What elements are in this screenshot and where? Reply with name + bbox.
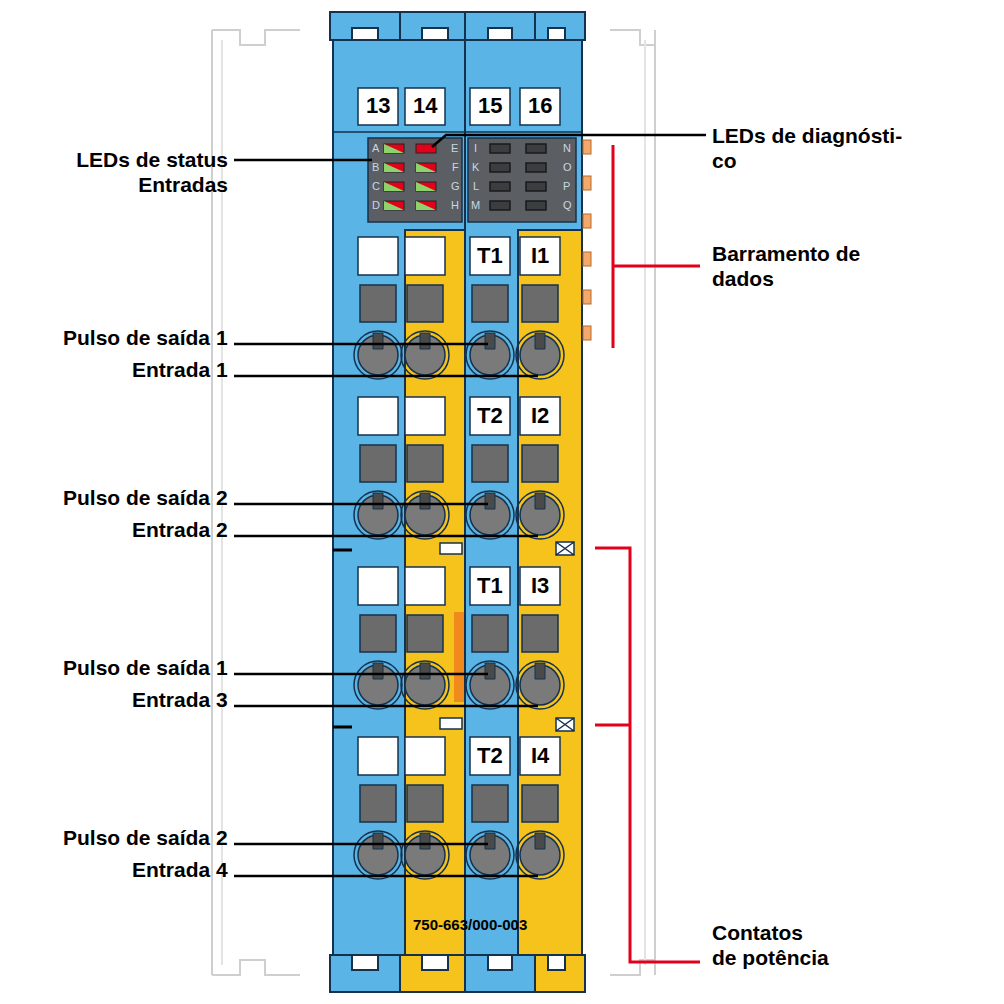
marker-number: 14 <box>413 93 437 119</box>
terminal-label: Entrada 4 <box>132 857 228 882</box>
status-led <box>416 201 436 210</box>
terminal-label: Pulso de saída 2 <box>63 825 228 850</box>
led-panel <box>368 138 576 222</box>
terminal <box>516 397 564 539</box>
callout-label: Contatos de potência <box>712 920 831 970</box>
led-letter: I <box>474 142 477 155</box>
terminal <box>466 567 514 709</box>
led-letter: E <box>451 142 458 155</box>
terminal <box>466 397 514 539</box>
leader-line <box>234 535 538 538</box>
led-letter: G <box>451 180 460 193</box>
terminal-marker: T2 <box>477 743 503 769</box>
terminal <box>516 567 564 709</box>
diagnostic-led <box>490 163 510 172</box>
terminal <box>516 237 564 379</box>
terminal <box>354 397 402 539</box>
leader-line <box>234 875 538 878</box>
leader-line <box>234 843 488 846</box>
led-letter: L <box>473 180 479 193</box>
marker-number: 15 <box>478 93 502 119</box>
leader-line <box>234 705 538 708</box>
diagnostic-led <box>526 144 546 153</box>
diagnostic-led <box>526 182 546 191</box>
power-contacts <box>333 542 574 731</box>
leader-line <box>234 375 538 378</box>
marker-number: 13 <box>366 93 390 119</box>
led-letter: K <box>472 161 479 174</box>
terminal-label: Pulso de saída 1 <box>63 655 228 680</box>
led-letter: N <box>563 142 571 155</box>
terminal-rows <box>354 237 564 879</box>
terminal-marker: T1 <box>477 243 503 269</box>
terminal <box>354 237 402 379</box>
led-letter: P <box>563 180 570 193</box>
status-led <box>384 144 404 153</box>
diagnostic-led <box>490 144 510 153</box>
led-letter: A <box>372 142 379 155</box>
status-led <box>416 182 436 191</box>
callout-label: LEDs de status Entradas <box>74 147 228 197</box>
led-letter: H <box>451 199 459 212</box>
led-letter: D <box>372 199 380 212</box>
leader-line <box>234 673 488 676</box>
terminal-label: Entrada 3 <box>132 687 228 712</box>
bus-contacts <box>583 140 591 340</box>
callout-label: LEDs de diagnósti- co <box>712 123 905 173</box>
led-letter: B <box>372 161 379 174</box>
model-number: 750-663/000-003 <box>413 916 527 934</box>
terminal-label: Pulso de saída 2 <box>63 485 228 510</box>
terminal <box>516 737 564 879</box>
terminal-marker: I1 <box>531 243 549 269</box>
led-array <box>384 144 546 210</box>
terminal-label: Entrada 1 <box>132 357 228 382</box>
led-letter: M <box>471 199 480 212</box>
diagnostic-led <box>526 163 546 172</box>
diagnostic-led <box>490 201 510 210</box>
terminal-label: Entrada 2 <box>132 517 228 542</box>
terminal-marker: I3 <box>531 573 549 599</box>
terminal <box>466 237 514 379</box>
status-led <box>384 182 404 191</box>
terminal-label: Pulso de saída 1 <box>63 325 228 350</box>
callout-label: Barramento de dados <box>712 241 863 291</box>
leader-line <box>234 135 706 160</box>
led-letter: C <box>372 180 380 193</box>
terminal <box>401 737 449 879</box>
led-letter: O <box>563 161 572 174</box>
terminal <box>466 737 514 879</box>
terminal <box>401 397 449 539</box>
terminal <box>354 737 402 879</box>
led-letter: F <box>452 161 459 174</box>
terminal <box>354 567 402 709</box>
leader-line <box>234 343 488 346</box>
bracket <box>595 145 700 962</box>
terminal-marker: I4 <box>531 743 549 769</box>
terminal <box>401 567 449 709</box>
terminal-marker: I2 <box>531 403 549 429</box>
led-letter: Q <box>563 199 572 212</box>
status-led <box>384 163 404 172</box>
diagnostic-led <box>526 201 546 210</box>
leader-line <box>234 344 538 876</box>
terminal <box>401 237 449 379</box>
terminal-marker: T2 <box>477 403 503 429</box>
leader-line <box>234 503 488 506</box>
marker-number: 16 <box>528 93 552 119</box>
status-led <box>384 201 404 210</box>
terminal-marker: T1 <box>477 573 503 599</box>
marker-strip <box>333 88 582 132</box>
diagnostic-led <box>490 182 510 191</box>
status-led <box>416 163 436 172</box>
din-rail <box>212 30 655 975</box>
